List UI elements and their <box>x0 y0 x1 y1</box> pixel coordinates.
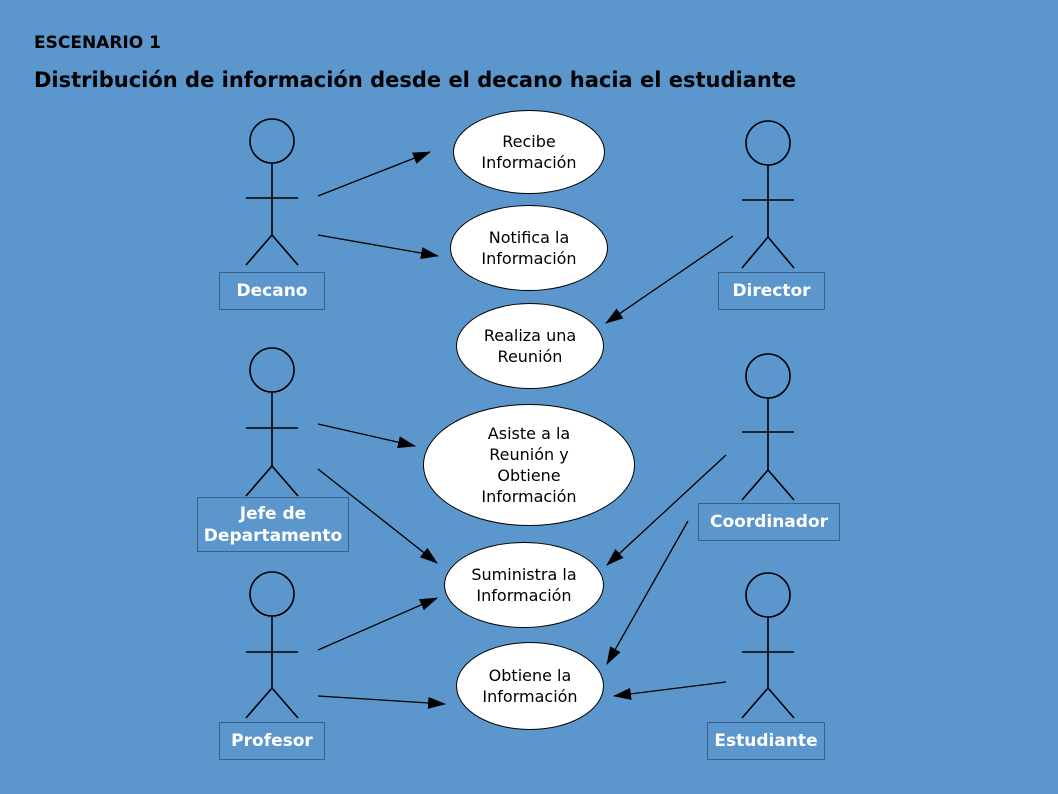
actor-label-director: Director <box>718 272 825 310</box>
actor-label-decano: Decano <box>219 272 325 310</box>
actor-figure-jefe <box>245 347 299 497</box>
arrow-estudiante-obtiene <box>613 681 727 700</box>
arrow-decano-notifica <box>317 234 439 259</box>
actor-figure-decano <box>245 118 299 266</box>
actor-figure-director <box>741 120 795 269</box>
page-title: Distribución de información desde el dec… <box>34 68 797 92</box>
use-case-obtiene-informacion: Obtiene la Información <box>456 642 604 730</box>
arrow-coordinador-obtiene <box>606 520 689 665</box>
actor-label-estudiante: Estudiante <box>707 722 825 760</box>
arrow-director-realiza <box>605 235 734 324</box>
actor-figure-coordinador <box>741 353 795 501</box>
use-case-suministra-informacion: Suministra la Información <box>444 542 604 628</box>
use-case-asiste-reunion: Asiste a la Reunión y Obtiene Informació… <box>423 404 635 526</box>
use-case-notifica-informacion: Notifica la Información <box>450 205 608 291</box>
scenario-label: ESCENARIO 1 <box>34 33 161 53</box>
actor-figure-profesor <box>245 571 299 719</box>
actor-label-jefe-de-departamento: Jefe de Departamento <box>197 497 349 552</box>
use-case-recibe-informacion: Recibe Información <box>453 110 605 194</box>
actor-label-profesor: Profesor <box>219 722 325 760</box>
arrow-profesor-obtiene <box>317 695 446 709</box>
arrow-jefe-suministra <box>317 468 438 564</box>
use-case-realiza-reunion: Realiza una Reunión <box>456 303 604 389</box>
arrow-jefe-asiste <box>317 423 416 449</box>
arrow-coordinador-suministra <box>606 454 727 566</box>
arrow-profesor-suministra <box>317 597 438 651</box>
arrow-decano-recibe <box>317 151 431 197</box>
actor-figure-estudiante <box>741 572 795 719</box>
actor-label-coordinador: Coordinador <box>698 503 840 541</box>
